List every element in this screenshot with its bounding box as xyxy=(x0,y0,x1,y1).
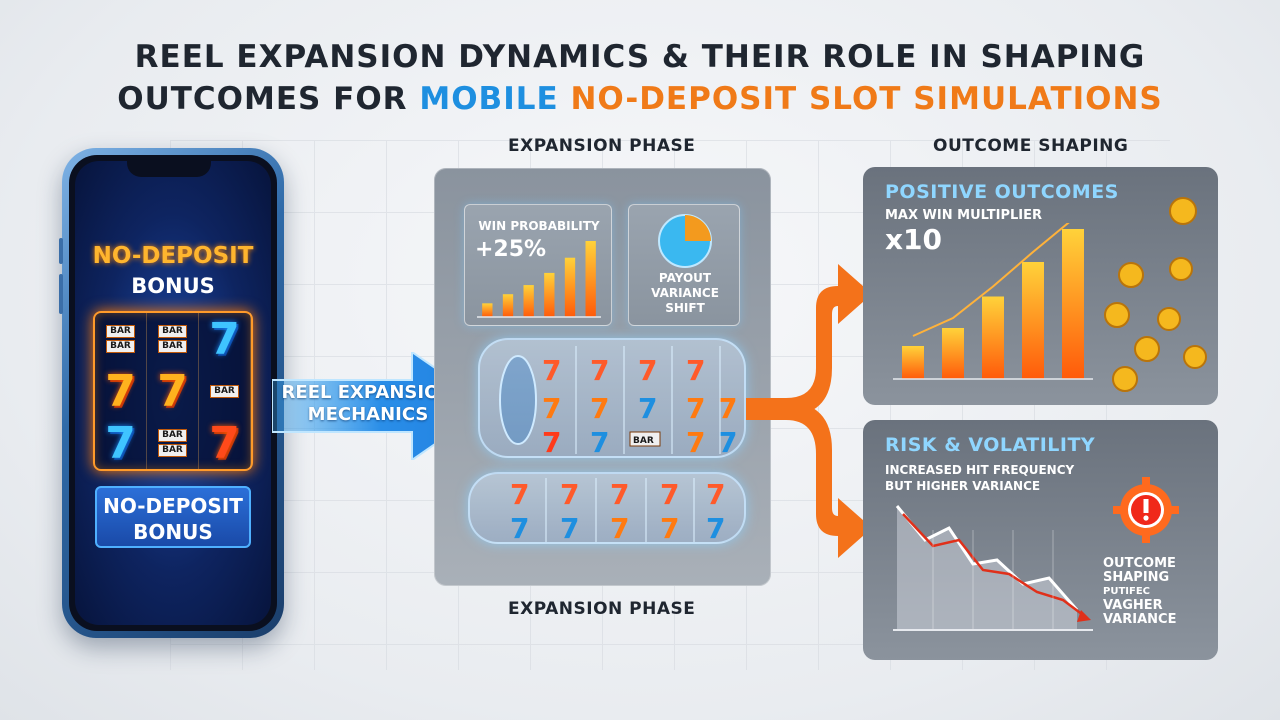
svg-text:7: 7 xyxy=(638,392,657,425)
bar-1 xyxy=(942,328,964,379)
svg-text:7: 7 xyxy=(590,392,609,425)
svg-text:7: 7 xyxy=(590,426,609,459)
phone-volume-button xyxy=(59,274,63,314)
win-probability-bars xyxy=(477,241,601,318)
expansion-phase-bottom-label: EXPANSION PHASE xyxy=(508,599,696,619)
svg-text:7: 7 xyxy=(542,392,561,425)
bar-2 xyxy=(523,285,534,317)
volatility-line-chart xyxy=(893,505,1093,631)
win-probability-label: WIN PROBABILITY xyxy=(478,219,600,233)
bar-0 xyxy=(482,303,493,317)
svg-text:7: 7 xyxy=(510,512,529,545)
svg-text:7: 7 xyxy=(660,512,679,545)
svg-text:7: 7 xyxy=(610,478,629,511)
reel-cell-seven-red: 7 xyxy=(199,417,251,469)
gold-coins-icon xyxy=(1104,197,1207,392)
svg-text:7: 7 xyxy=(718,392,737,425)
bar-2 xyxy=(982,296,1004,379)
reel-cell-seven-orange: 7 xyxy=(147,365,199,417)
title-line-2: OUTCOMES FOR MOBILE NO-DEPOSIT SLOT SIMU… xyxy=(0,78,1280,120)
arrow-label-line-2: MECHANICS xyxy=(307,404,429,425)
bar-3 xyxy=(544,272,555,317)
trend-line xyxy=(912,223,1070,337)
bar-4 xyxy=(564,257,576,317)
phone-notch xyxy=(127,155,211,177)
svg-text:7: 7 xyxy=(718,426,737,459)
payout-variance-card: PAYOUT VARIANCE SHIFT xyxy=(628,204,740,326)
bar-3 xyxy=(1022,262,1044,379)
arrow-label-line-1: REEL EXPANSION xyxy=(281,382,455,403)
pie-chart-icon xyxy=(658,214,712,268)
win-probability-value: +25% xyxy=(475,237,547,262)
svg-text:7: 7 xyxy=(610,512,629,545)
svg-text:7: 7 xyxy=(542,354,561,387)
svg-text:7: 7 xyxy=(542,426,561,459)
svg-text:7: 7 xyxy=(560,512,579,545)
outcome-shaping-note: OUTCOME SHAPING PUTIFEC VAGHER VARIANCE xyxy=(1103,556,1177,627)
expansion-panel: WIN PROBABILITY +25% PAYOUT VARIANCE SHI… xyxy=(434,168,771,586)
bar-4 xyxy=(1062,229,1084,379)
payout-variance-label: PAYOUT VARIANCE SHIFT xyxy=(651,271,719,315)
bar-5 xyxy=(585,241,596,317)
positive-outcomes-title: POSITIVE OUTCOMES xyxy=(885,181,1119,203)
warning-gear-icon xyxy=(1113,477,1179,543)
max-win-multiplier-label: MAX WIN MULTIPLIER xyxy=(885,208,1042,223)
reel-cell-bar: BAR xyxy=(199,365,251,417)
page-title: REEL EXPANSION DYNAMICS & THEIR ROLE IN … xyxy=(0,36,1280,120)
win-probability-card: WIN PROBABILITY +25% xyxy=(464,204,612,326)
bar-0 xyxy=(902,346,924,379)
badge-line-1: NO-DEPOSIT xyxy=(103,494,243,518)
svg-text:7: 7 xyxy=(706,478,725,511)
title-mobile: MOBILE xyxy=(419,81,559,117)
badge-line-2: BONUS xyxy=(133,520,213,544)
phone-header-line-2: BONUS xyxy=(131,274,215,298)
title-line-2-prefix: OUTCOMES FOR xyxy=(117,81,420,117)
title-no-deposit: NO-DEPOSIT SLOT SIMULATIONS xyxy=(558,81,1163,117)
svg-text:7: 7 xyxy=(560,478,579,511)
reel-expansion-label: REEL EXPANSION MECHANICS xyxy=(278,382,458,426)
expansion-phase-top-label: EXPANSION PHASE xyxy=(508,136,696,156)
svg-text:7: 7 xyxy=(510,478,529,511)
svg-text:7: 7 xyxy=(686,354,705,387)
svg-text:7: 7 xyxy=(686,426,705,459)
risk-volatility-panel: RISK & VOLATILITY INCREASED HIT FREQUENC… xyxy=(863,420,1218,660)
positive-outcomes-panel: POSITIVE OUTCOMES MAX WIN MULTIPLIER x10 xyxy=(863,167,1218,405)
phone-side-button xyxy=(59,238,63,264)
no-deposit-bonus-button[interactable]: NO-DEPOSIT BONUS xyxy=(95,486,251,548)
reel-cell-seven-orange: 7 xyxy=(95,365,147,417)
risk-volatility-subtitle: INCREASED HIT FREQUENCY BUT HIGHER VARIA… xyxy=(885,463,1075,493)
title-line-1: REEL EXPANSION DYNAMICS & THEIR ROLE IN … xyxy=(134,39,1146,75)
max-win-multiplier-value: x10 xyxy=(885,223,943,256)
risk-volatility-title: RISK & VOLATILITY xyxy=(885,434,1096,456)
svg-text:BAR: BAR xyxy=(633,436,654,446)
outcome-branch-arrows xyxy=(746,264,872,558)
phone-header-line-1: NO-DEPOSIT xyxy=(92,243,254,269)
svg-text:7: 7 xyxy=(706,512,725,545)
reel-cell-seven-blue: 7 xyxy=(199,313,251,365)
svg-text:7: 7 xyxy=(638,354,657,387)
svg-text:7: 7 xyxy=(686,392,705,425)
bar-1 xyxy=(502,294,514,317)
reel-cell-seven-blue: 7 xyxy=(95,417,147,469)
phone-header: NO-DEPOSIT BONUS xyxy=(75,241,271,301)
positive-outcome-bar-chart xyxy=(893,223,1093,380)
svg-text:7: 7 xyxy=(660,478,679,511)
svg-text:7: 7 xyxy=(590,354,609,387)
outcome-shaping-header: OUTCOME SHAPING xyxy=(933,136,1129,156)
